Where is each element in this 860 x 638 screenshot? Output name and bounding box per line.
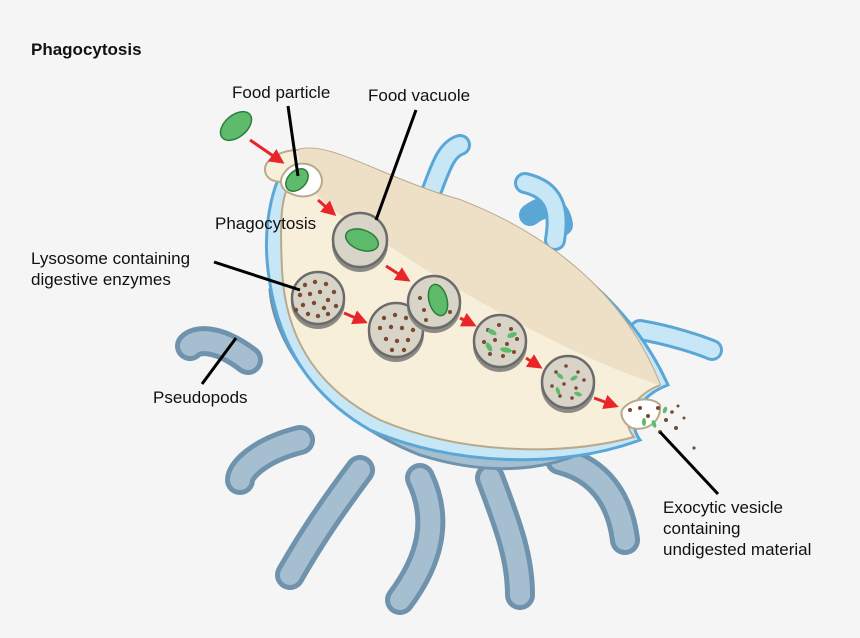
pseudopods-upper (419, 134, 723, 361)
food-vacuole (331, 211, 389, 272)
arrow-to-vacuole (317, 198, 337, 216)
vacuole-fusing (406, 274, 462, 333)
leader-lysosome (213, 260, 301, 292)
leader-pseudopods (200, 337, 238, 385)
leader-lines (200, 105, 720, 496)
label-exocytic-line3: undigested material (663, 540, 811, 559)
food-particle-engulfed (285, 168, 309, 192)
digestion-vesicle (472, 313, 528, 372)
pseudopods-lower (175, 326, 640, 615)
diagram-title: Phagocytosis (31, 40, 142, 59)
label-exocytic-line2: containing (663, 519, 741, 538)
arrow-lysosome (343, 310, 368, 325)
lysosome (290, 270, 346, 329)
arrow-to-residual (525, 354, 543, 369)
label-lysosome-line1: Lysosome containing (31, 249, 190, 268)
expelled-material (628, 404, 696, 450)
label-pseudopods: Pseudopods (153, 388, 248, 407)
lysosome-enzymes (293, 279, 339, 319)
label-food-vacuole: Food vacuole (368, 86, 470, 105)
leader-food-particle (286, 105, 300, 177)
label-food-particle: Food particle (232, 83, 330, 102)
arrow-to-fusion (385, 264, 411, 282)
arrow-to-exocytosis (593, 394, 619, 409)
residual-body (540, 354, 596, 413)
process-arrows (249, 138, 619, 409)
cytoplasm-upper (298, 148, 660, 385)
label-lysosome-line2: digestive enzymes (31, 270, 171, 289)
leader-exocytic (658, 430, 720, 496)
label-exocytic-line1: Exocytic vesicle (663, 498, 783, 517)
label-phagocytosis: Phagocytosis (215, 214, 316, 233)
food-particle (219, 110, 253, 142)
arrow-engulf (249, 138, 285, 164)
leader-food-vacuole (374, 109, 418, 221)
arrow-to-digestion (459, 312, 477, 327)
